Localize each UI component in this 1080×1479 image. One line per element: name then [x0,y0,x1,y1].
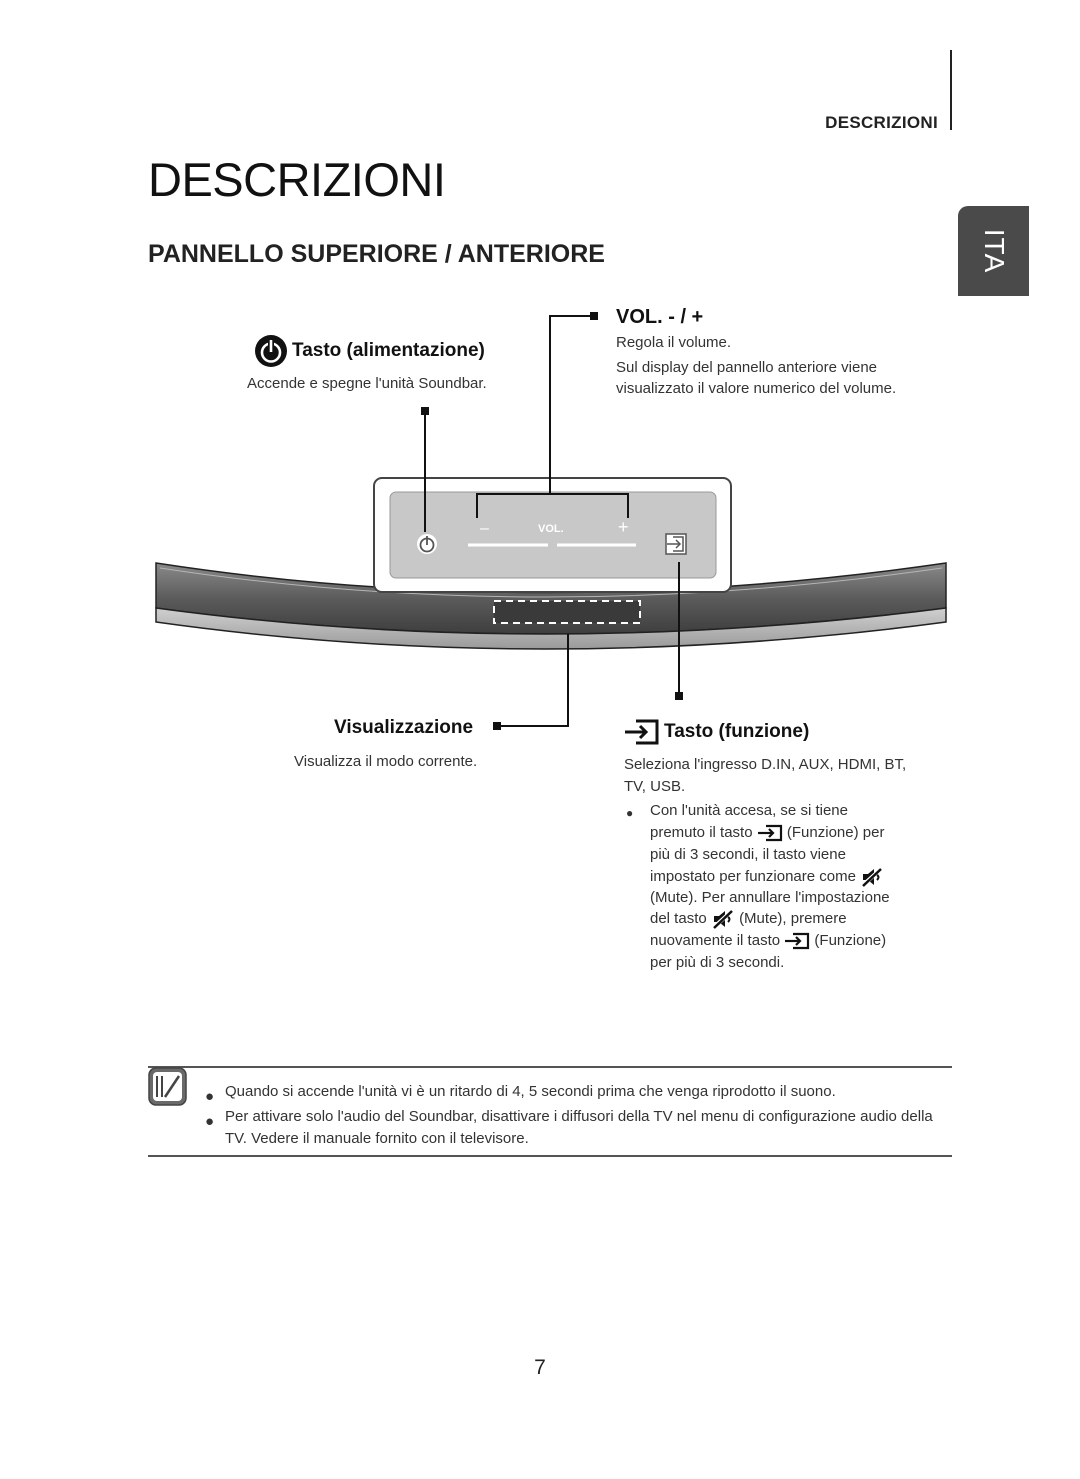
note-item-2-cont: TV. Vedere il manuale fornito con il tel… [225,1130,529,1147]
panel-power-icon [417,534,437,554]
bullet-text: (Mute), premere [739,909,847,927]
language-tab: ITA [958,206,1029,296]
function-desc-b: TV, USB. [624,778,686,795]
bullet-text: (Funzione) per [786,824,885,841]
note-bottom-rule [148,1155,952,1157]
note-item-1: Quando si accende l'unità vi è un ritard… [225,1083,836,1100]
panel-plus-label: + [618,517,629,537]
note-top-rule [148,1066,952,1068]
panel-vol-label: VOL. [538,523,564,535]
volume-desc-1: Regola il volume. [616,334,732,351]
function-bullet-line-7: nuovamente il tasto (Funzione) [650,930,886,952]
running-header: DESCRIZIONI [825,113,938,132]
function-bullet-line-5: (Mute). Per annullare l'impostazione [650,889,890,906]
bullet-text: premuto il tasto [650,824,753,841]
bullet-marker: ● [626,806,634,820]
power-button-title: Tasto (alimentazione) [292,340,485,361]
panel-source-icon [665,533,687,555]
mute-icon [860,865,884,889]
function-bullet-line-8: per più di 3 secondi. [650,954,785,971]
function-bullet-line-2: premuto il tasto (Funzione) per [650,822,884,844]
volume-desc-2b: visualizzato il valore numerico del volu… [616,380,897,397]
input-source-icon [784,932,810,950]
header-rule [950,50,952,130]
bullet-text: nuovamente il tasto [650,932,781,949]
note-bullet-marker: ● [205,1088,215,1105]
volume-title: VOL. - / + [616,306,704,328]
section-subtitle: PANNELLO SUPERIORE / ANTERIORE [148,240,605,268]
function-bullet-line-6: del tasto (Mute), premere [650,907,847,931]
function-title: Tasto (funzione) [664,721,810,742]
function-desc-a: Seleziona l'ingresso D.IN, AUX, HDMI, BT… [624,756,907,773]
mute-icon [711,907,735,931]
function-bullet-line-1: Con l'unità accesa, se si tiene [650,802,848,819]
panel-minus-label: – [480,520,489,537]
note-icon [148,1067,188,1107]
power-icon [254,334,288,368]
bullet-text: del tasto [650,909,707,927]
display-desc: Visualizza il modo corrente. [294,753,478,770]
bullet-text: impostato per funzionare come [650,867,856,885]
input-source-icon [624,718,660,746]
volume-desc-2a: Sul display del pannello anteriore viene [616,359,878,376]
power-button-desc: Accende e spegne l'unità Soundbar. [247,375,487,392]
note-item-2: Per attivare solo l'audio del Soundbar, … [225,1108,933,1125]
note-bullet-marker: ● [205,1113,215,1130]
input-source-icon [757,824,783,842]
page-number: 7 [534,1356,546,1379]
page-title: DESCRIZIONI [148,153,446,206]
function-bullet-line-4: impostato per funzionare come [650,865,884,889]
bullet-text: (Funzione) [814,932,887,949]
display-title: Visualizzazione [334,717,474,738]
display-window [493,600,641,624]
soundbar-body [155,562,947,650]
function-bullet-line-3: più di 3 secondi, il tasto viene [650,846,846,863]
